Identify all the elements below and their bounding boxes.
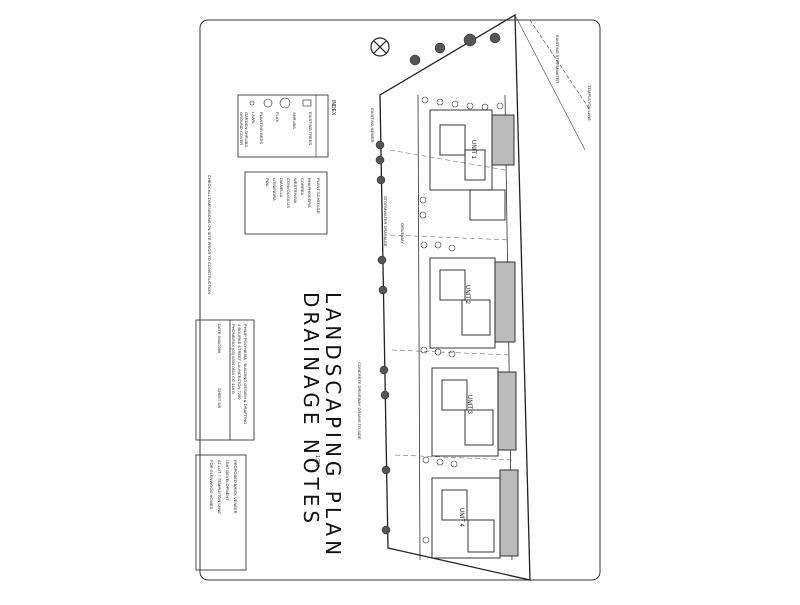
unit-label: UNIT 3 — [466, 395, 472, 414]
legend-item: EXISTING TREES — [308, 112, 313, 146]
site-label: EXISTING SEWER — [370, 108, 375, 143]
unit-2-footprint — [429, 257, 516, 349]
drawing-date: DATE 3/10/2006 — [217, 324, 222, 354]
project-line: FOR GLENWOOD HOMES — [209, 460, 214, 510]
designer-line: PHILIP POLYNESIA - BUILDING DESIGN & DRA… — [243, 324, 248, 425]
plant-schedule-line: LOMANDRA — [272, 178, 277, 201]
legend-item: GROUND COVER — [239, 112, 244, 146]
legend-item: PLANTING BEDS — [259, 112, 264, 145]
unit-3-footprint — [431, 367, 517, 457]
unit-1-footprint — [429, 109, 515, 221]
project-line: AT LOT 7 TEMPLETON LANE — [217, 460, 222, 514]
site-label: TEMPLETON LANE — [587, 85, 592, 121]
project-line: UNIT DEVELOPMENT — [225, 460, 230, 501]
plant-schedule-line: WESTRINGIA — [293, 178, 298, 204]
plant-schedule-line: DIANELLA — [279, 178, 284, 198]
site-label: STORMWATER DRAINAGE — [383, 196, 388, 247]
legend-title: INDEX — [330, 100, 336, 116]
designer-line: 4 BOURKE STREET LAUNCESTON 7250 — [237, 324, 242, 400]
site-label: DRIVEWAY — [400, 223, 405, 244]
plant-schedule-line: RHAPHIOLEPIS — [307, 178, 312, 208]
tree-icon — [375, 32, 501, 535]
shrub-icon — [419, 96, 504, 544]
plant-schedule-heading: PLANT SCHEDULE — [316, 178, 321, 214]
title-block — [195, 319, 255, 571]
legend-item: LAWN — [251, 112, 256, 124]
unit-label: UNIT 1 — [470, 140, 476, 159]
plant-schedule-line: POA — [265, 178, 270, 187]
site-label: CONCRETE DRIVEWAY DRAINS TO SIDE — [357, 362, 362, 440]
plant-schedule-line: CONVOLVULUS — [286, 178, 291, 208]
legend-item: FLAX — [275, 112, 280, 123]
site-label: EXISTING STORMWATER — [555, 35, 560, 84]
legend-item: SHRUBS — [292, 112, 297, 129]
check-dimensions-note: CHECK ALL DIMENSIONS ON SITE PRIOR TO CO… — [207, 175, 212, 295]
project-line: PROPOSED BRICK VENEER — [233, 460, 238, 514]
drawing-title-line1: LANDSCAPING PLAN — [321, 292, 345, 560]
plant-schedule-line: CORREA — [300, 178, 305, 196]
plant-schedule-box — [244, 171, 328, 235]
designer-line: PHONE/FAX (03) 6334 0810 CC 448 G — [231, 324, 236, 395]
unit-4-footprint — [431, 469, 519, 559]
sheet-number: SHEET 5/5 — [217, 388, 222, 408]
legend-symbols — [249, 97, 312, 109]
north-arrow-icon — [370, 37, 390, 57]
drawing-title-line2: DRAINAGE NOTES — [299, 292, 323, 528]
drawing-scale: 1:200 — [314, 455, 320, 468]
unit-label: UNIT 4 — [458, 508, 464, 527]
legend-box — [237, 94, 329, 158]
unit-label: UNIT 2 — [464, 285, 470, 304]
legend-item: GARDEN SHRUBS — [244, 112, 249, 147]
sheet-border — [199, 19, 601, 581]
